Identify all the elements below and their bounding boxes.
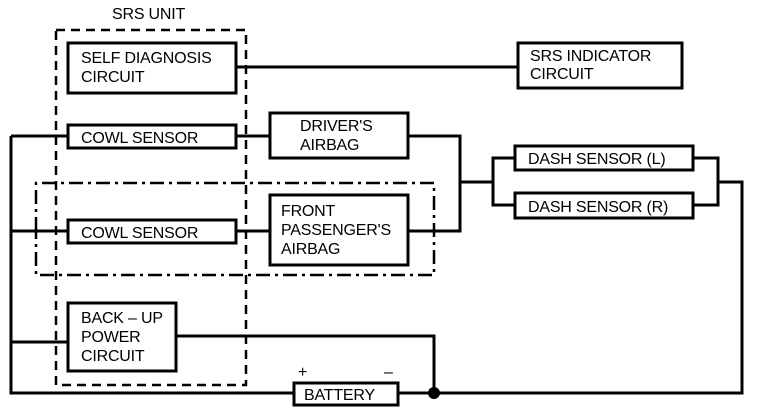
wire-backup-negative [176,334,436,393]
svg-text:–: – [384,364,393,381]
svg-text:POWER: POWER [81,329,140,346]
svg-text:CIRCUIT: CIRCUIT [81,69,145,86]
svg-text:+: + [298,364,307,381]
dash-sensor-left: DASH SENSOR (L) [513,144,695,172]
battery-plus-label: + [298,364,307,381]
wiring [9,65,744,399]
passenger-loop [34,181,436,277]
svg-text:PASSENGER'S: PASSENGER'S [281,222,391,239]
svg-text:SRS INDICATOR: SRS INDICATOR [530,48,651,65]
svg-text:FRONT: FRONT [281,203,336,220]
svg-text:AIRBAG: AIRBAG [281,241,340,258]
battery-junction-dot [428,387,440,399]
wire-junction-dash-l [491,156,515,182]
cowl-sensor-top: COWL SENSOR [66,123,238,150]
srs-unit-title: SRS UNIT [112,6,186,23]
srs-unit-boundary [54,28,248,387]
wire-driver-junction [408,134,493,184]
wire-right-return [434,180,744,395]
svg-text:COWL SENSOR: COWL SENSOR [81,225,198,242]
svg-text:CIRCUIT: CIRCUIT [81,348,145,365]
srs-indicator-circuit: SRS INDICATOR CIRCUIT [516,41,684,90]
backup-power-circuit: BACK – UP POWER CIRCUIT [66,301,178,373]
front-passenger-airbag: FRONT PASSENGER'S AIRBAG [268,193,410,267]
svg-text:CIRCUIT: CIRCUIT [530,66,594,83]
svg-text:DASH SENSOR (R): DASH SENSOR (R) [528,199,668,216]
svg-text:SELF DIAGNOSIS: SELF DIAGNOSIS [81,50,212,67]
svg-text:SRS UNIT: SRS UNIT [112,6,185,23]
svg-text:BACK – UP: BACK – UP [81,310,163,327]
svg-text:AIRBAG: AIRBAG [300,137,359,154]
wire-left-bus-positive [9,342,294,395]
svg-text:COWL SENSOR: COWL SENSOR [81,130,198,147]
battery: BATTERY [292,381,400,407]
dash-sensor-right: DASH SENSOR (R) [513,191,695,220]
cowl-sensor-bottom: COWL SENSOR [66,218,238,245]
svg-text:DRIVER'S: DRIVER'S [300,118,373,135]
svg-text:DASH SENSOR (L): DASH SENSOR (L) [528,151,665,168]
wire-junction-dash-r [491,182,515,207]
wire-passenger-junction [408,182,462,233]
svg-text:BATTERY: BATTERY [304,387,375,404]
battery-minus-label: – [384,364,393,381]
driver-airbag: DRIVER'S AIRBAG [268,111,410,160]
self-diagnosis-circuit: SELF DIAGNOSIS CIRCUIT [66,41,238,95]
wire-dash-l-right [693,156,720,207]
